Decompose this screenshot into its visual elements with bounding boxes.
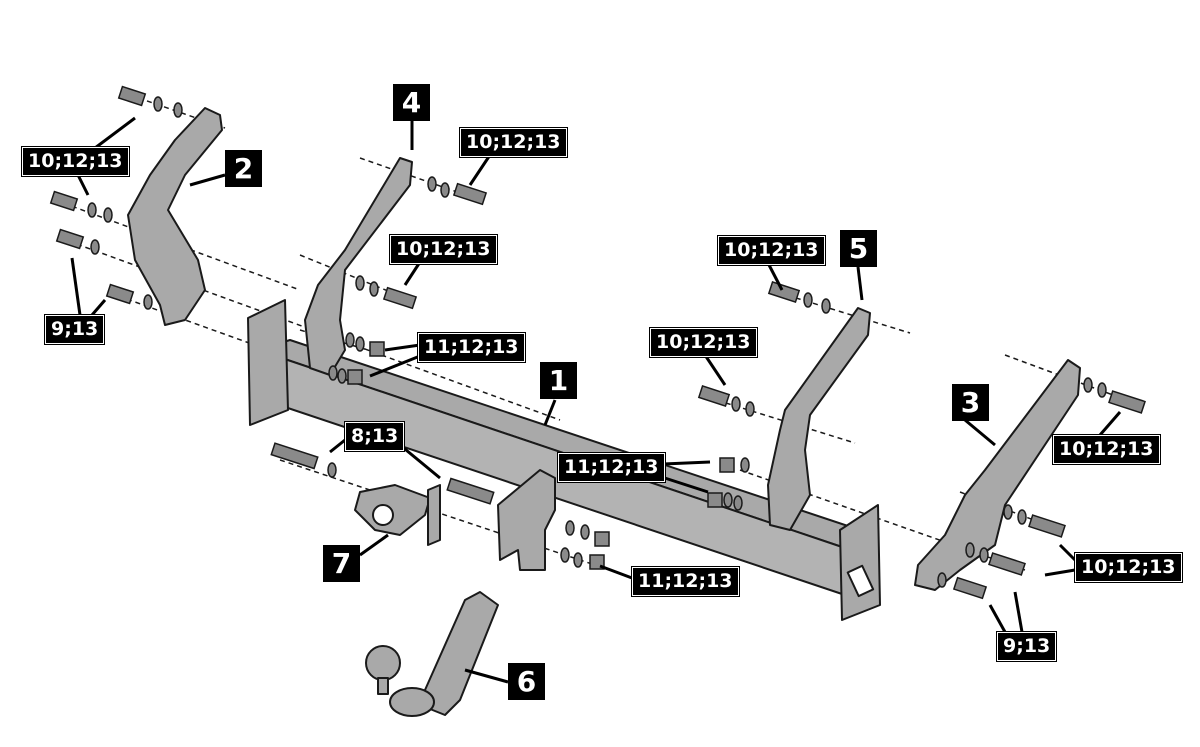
side-bracket-part-2 (127, 107, 223, 326)
part-number-1: 1 (540, 362, 577, 399)
tow-ball-part-6 (365, 591, 499, 717)
hardware-label: 9;13 (43, 314, 106, 345)
vertical-bracket-part-4 (304, 157, 413, 376)
vertical-bracket-part-5 (767, 307, 871, 531)
hardware-label: 10;12;13 (1052, 434, 1161, 465)
part-number-6: 6 (508, 663, 545, 700)
hardware-label: 11;12;13 (557, 452, 666, 483)
part-number-2: 2 (225, 150, 262, 187)
hardware-label: 10;12;13 (649, 327, 758, 358)
leader-arrows (70, 116, 1122, 684)
hardware-label: 10;12;13 (459, 127, 568, 158)
part-number-4: 4 (393, 84, 430, 121)
hardware-label: 8;13 (343, 421, 406, 452)
hardware-label: 10;12;13 (389, 234, 498, 265)
part-number-3: 3 (952, 384, 989, 421)
side-bracket-part-3 (914, 359, 1081, 591)
hardware-label: 10;12;13 (21, 146, 130, 177)
hardware-label: 11;12;13 (631, 566, 740, 597)
hardware-label: 10;12;13 (717, 235, 826, 266)
part-number-5: 5 (840, 230, 877, 267)
hardware-label: 11;12;13 (417, 332, 526, 363)
part-number-7: 7 (323, 545, 360, 582)
bolts-nuts-washers (49, 85, 1146, 600)
socket-plate-part-7 (354, 484, 441, 546)
hardware-label: 9;13 (995, 631, 1058, 662)
tow-ball-mount-plates (497, 469, 556, 571)
hardware-label: 10;12;13 (1074, 552, 1183, 583)
